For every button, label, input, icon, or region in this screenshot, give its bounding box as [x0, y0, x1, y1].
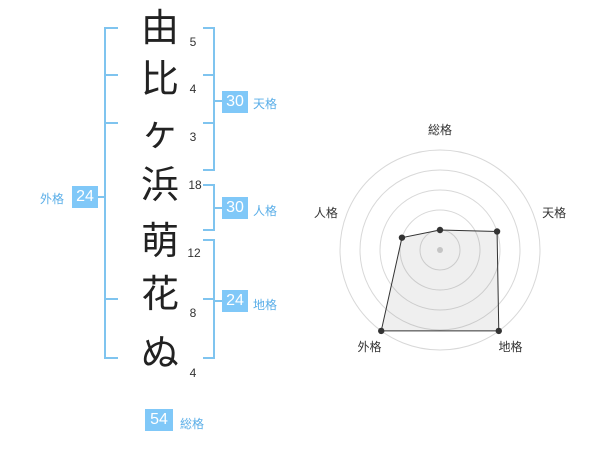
radar-point-5 — [398, 234, 406, 241]
gaikaku-bracket — [104, 27, 118, 359]
stroke-count-1: 5 — [189, 35, 197, 49]
name-char-3: ヶ — [140, 110, 179, 154]
radar-point-1 — [436, 226, 444, 234]
stroke-count-3: 3 — [189, 130, 197, 144]
tenkaku-value-badge: 30 — [222, 91, 248, 113]
radar-axis-label-1: 総格 — [428, 122, 452, 137]
name-char-7: ぬ — [140, 331, 179, 375]
name-char-1: 由 — [140, 6, 179, 50]
chikaku-value-badge: 24 — [222, 290, 248, 312]
soukaku-value-badge: 54 — [145, 409, 173, 431]
radar-point-3 — [495, 327, 502, 335]
jinkaku-label: 人格 — [253, 204, 278, 218]
radar-score-polygon — [380, 229, 500, 332]
stroke-count-7: 4 — [189, 366, 197, 380]
tenkaku-bracket — [203, 27, 215, 171]
radar-point-2 — [493, 228, 501, 235]
name-char-6: 花 — [140, 272, 179, 316]
radar-axis-label-2: 天格 — [542, 205, 566, 220]
stroke-count-5: 12 — [187, 246, 201, 260]
radar-axis-label-4: 外格 — [357, 339, 381, 354]
name-char-5: 萌 — [140, 219, 179, 263]
radar-point-4 — [378, 327, 385, 335]
stroke-count-6: 8 — [189, 306, 197, 320]
tenkaku-label: 天格 — [253, 97, 278, 111]
stroke-count-2: 4 — [189, 82, 197, 96]
radar-ring-4 — [359, 169, 521, 331]
radar-ring-2 — [399, 209, 481, 291]
radar-ring-5 — [339, 149, 541, 351]
gaikaku-label: 外格 — [40, 192, 65, 206]
chikaku-label: 地格 — [253, 298, 278, 312]
name-char-4: 浜 — [140, 163, 179, 207]
soukaku-label: 総格 — [180, 417, 205, 431]
radar-axis-label-5: 人格 — [314, 205, 338, 220]
jinkaku-value-badge: 30 — [222, 197, 248, 219]
radar-axis-label-3: 地格 — [499, 339, 523, 354]
radar-center-dot — [437, 247, 443, 253]
name-char-2: 比 — [140, 57, 179, 101]
stroke-count-4: 18 — [188, 178, 202, 192]
gaikaku-value-badge: 24 — [72, 186, 98, 208]
radar-ring-3 — [379, 189, 501, 311]
